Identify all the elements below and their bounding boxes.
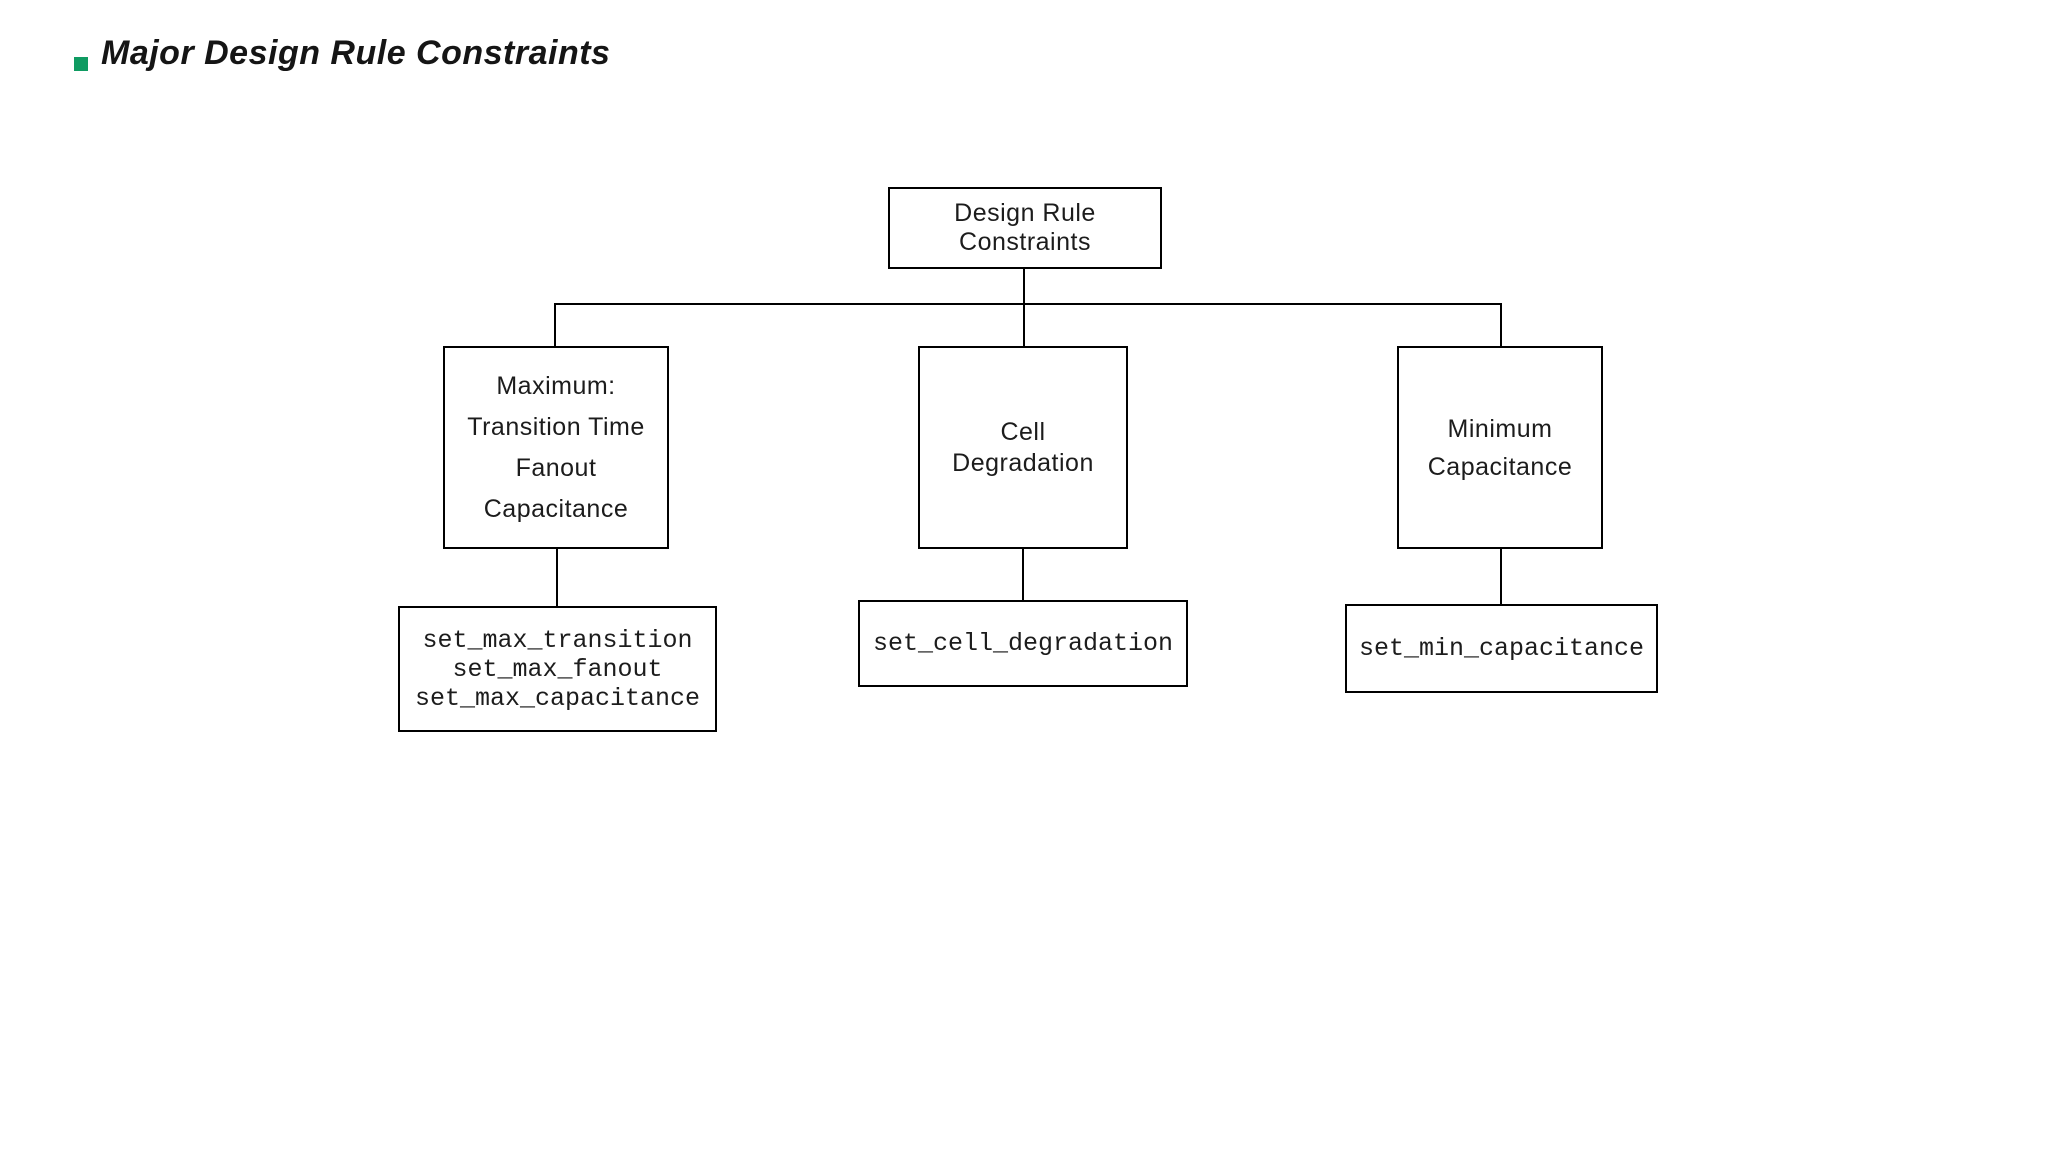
connector-root-stem [1023, 269, 1025, 346]
slide-header: Major Design Rule Constraints [74, 33, 610, 73]
node-label: Maximum: Transition Time Fanout Capacita… [467, 371, 645, 523]
node-maximum-constraints: Maximum: Transition Time Fanout Capacita… [443, 346, 669, 549]
connector-minimum-commands [1500, 549, 1502, 604]
square-bullet-icon [74, 57, 88, 71]
connector-cell-commands [1022, 549, 1024, 600]
node-cell-degradation: Cell Degradation [918, 346, 1128, 549]
node-label: Minimum Capacitance [1427, 414, 1573, 481]
node-label: Cell Degradation [952, 417, 1094, 477]
commands-maximum: set_max_transition set_max_fanout set_ma… [398, 606, 717, 732]
page-title: Major Design Rule Constraints [101, 34, 611, 72]
connector-drop-minimum [1500, 303, 1502, 346]
command-list: set_max_transition set_max_fanout set_ma… [414, 625, 701, 713]
node-design-rule-constraints: Design Rule Constraints [888, 187, 1162, 269]
command-list: set_min_capacitance [1358, 634, 1645, 663]
connector-maximum-commands [556, 549, 558, 606]
commands-cell-degradation: set_cell_degradation [858, 600, 1188, 687]
command-list: set_cell_degradation [872, 629, 1174, 658]
connector-drop-maximum [554, 303, 556, 346]
commands-minimum-capacitance: set_min_capacitance [1345, 604, 1658, 693]
node-label: Design Rule Constraints [954, 199, 1096, 256]
node-minimum-capacitance: Minimum Capacitance [1397, 346, 1603, 549]
connector-horizontal-rail [554, 303, 1502, 305]
